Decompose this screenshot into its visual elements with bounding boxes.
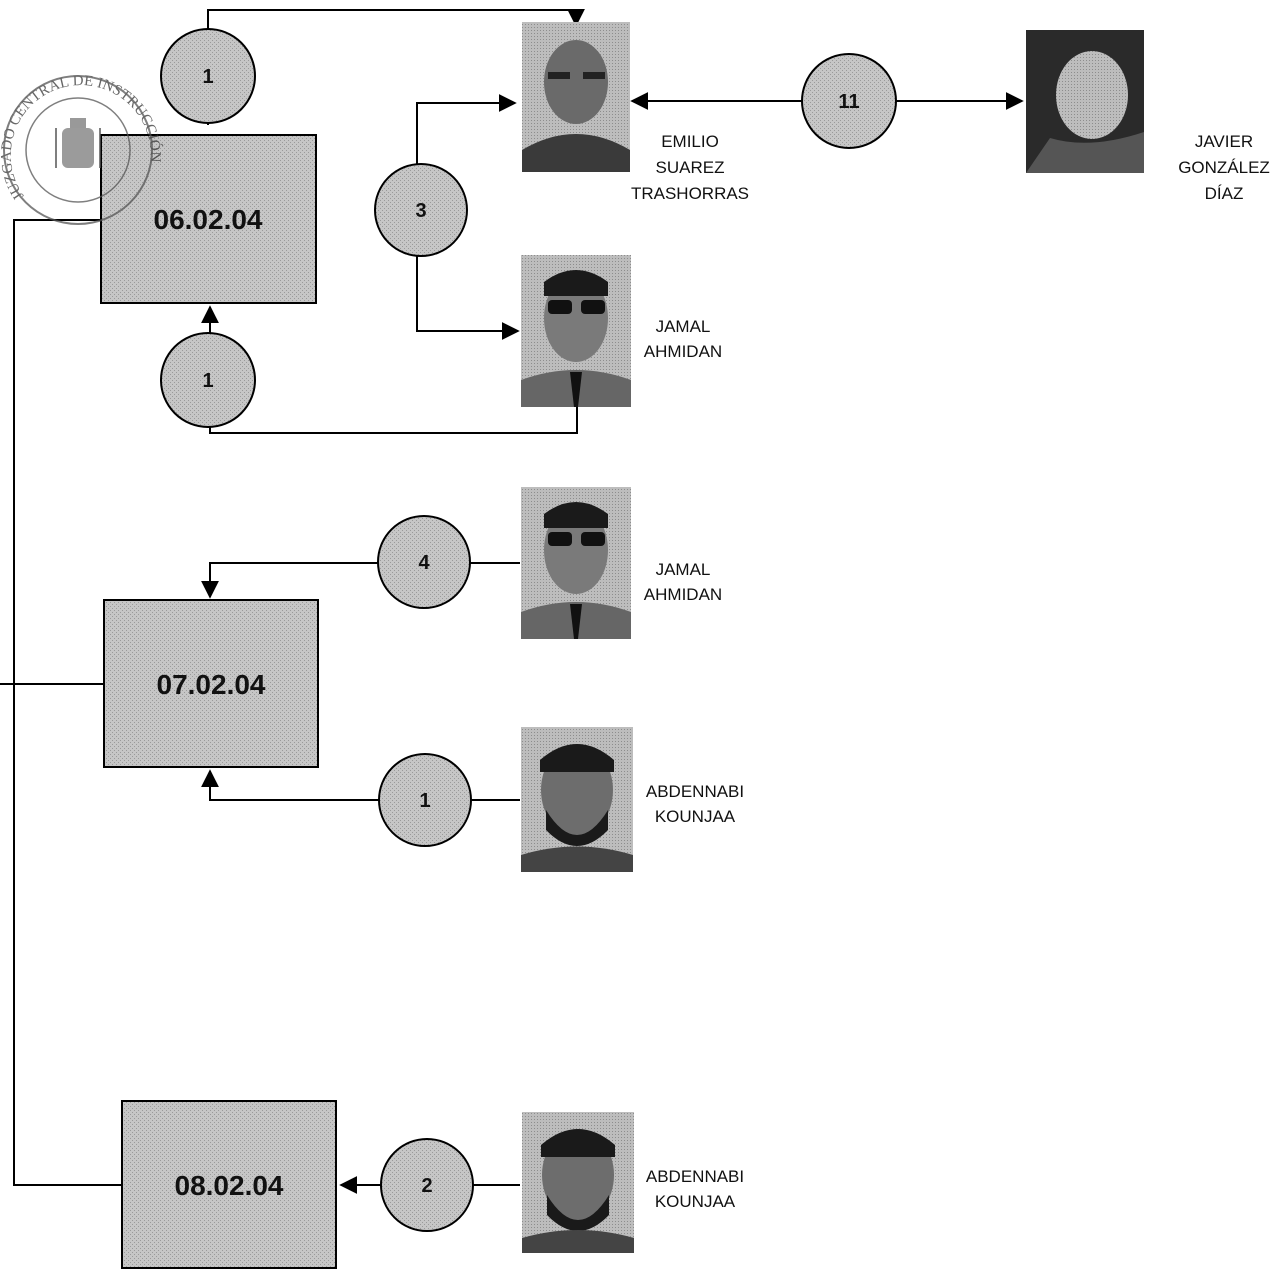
count-circle-11: 11: [801, 53, 897, 149]
date-label: 08.02.04: [175, 1170, 284, 1201]
name-javier: JAVIER GONZÁLEZ DÍAZ: [1178, 132, 1270, 203]
name-abdennabi-2: ABDENNABI KOUNJAA: [646, 1167, 744, 1211]
name-jamal-1: JAMAL AHMIDAN: [644, 317, 722, 361]
connector-3-to-jamal: [416, 255, 520, 340]
count-circle-lower: 1: [160, 332, 256, 428]
date-label: 06.02.04: [154, 204, 263, 235]
name-line: SUAREZ: [656, 158, 725, 177]
name-line: JAMAL: [656, 317, 711, 336]
connector-left-spine: [13, 219, 122, 1186]
count-label: 11: [838, 91, 859, 113]
count-circle-3: 3: [374, 163, 468, 257]
count-circle-4: 4: [377, 515, 471, 609]
photo-abdennabi-1: [521, 727, 633, 872]
connector-abdennabi-to-box2: [201, 769, 520, 801]
name-line: KOUNJAA: [655, 1192, 736, 1211]
name-emilio: EMILIO SUAREZ TRASHORRAS: [631, 132, 749, 203]
name-line: JAMAL: [656, 560, 711, 579]
count-circle-top: 1: [160, 28, 256, 124]
count-circle-2: 2: [380, 1138, 474, 1232]
date-box-06: 06.02.04: [100, 134, 317, 304]
connector-box1-to-emilio: [207, 8, 585, 125]
photo-jamal-2: [521, 487, 631, 639]
count-circle-box2: 1: [378, 753, 472, 847]
name-line: AHMIDAN: [644, 585, 722, 604]
name-line: ABDENNABI: [646, 782, 744, 801]
date-box-07: 07.02.04: [103, 599, 319, 768]
date-box-08: 08.02.04: [121, 1100, 337, 1269]
name-abdennabi-1: ABDENNABI KOUNJAA: [646, 782, 744, 826]
count-label: 2: [421, 1175, 432, 1197]
photo-jamal-1: [521, 255, 631, 407]
name-line: KOUNJAA: [655, 807, 736, 826]
connector-jamal-to-box2: [201, 562, 520, 599]
count-label: 4: [418, 552, 430, 574]
photo-emilio: [522, 22, 630, 172]
coat-of-arms-icon: [55, 118, 101, 168]
name-line: TRASHORRAS: [631, 184, 749, 203]
name-line: EMILIO: [661, 132, 719, 151]
date-label: 07.02.04: [157, 669, 266, 700]
name-line: GONZÁLEZ: [1178, 158, 1270, 177]
name-line: AHMIDAN: [644, 342, 722, 361]
photo-javier: [1026, 30, 1144, 173]
photo-abdennabi-2: [522, 1112, 634, 1253]
name-jamal-2: JAMAL AHMIDAN: [644, 560, 722, 604]
count-label: 1: [419, 790, 430, 812]
count-label: 1: [202, 66, 213, 88]
name-line: ABDENNABI: [646, 1167, 744, 1186]
connector-3-to-emilio: [416, 94, 517, 165]
name-line: DÍAZ: [1205, 184, 1244, 203]
name-line: JAVIER: [1195, 132, 1253, 151]
count-label: 1: [202, 370, 213, 392]
count-label: 3: [415, 200, 426, 222]
court-stamp: JUZGADO CENTRAL DE INSTRUCCIÓN Nº 6: [0, 0, 164, 225]
